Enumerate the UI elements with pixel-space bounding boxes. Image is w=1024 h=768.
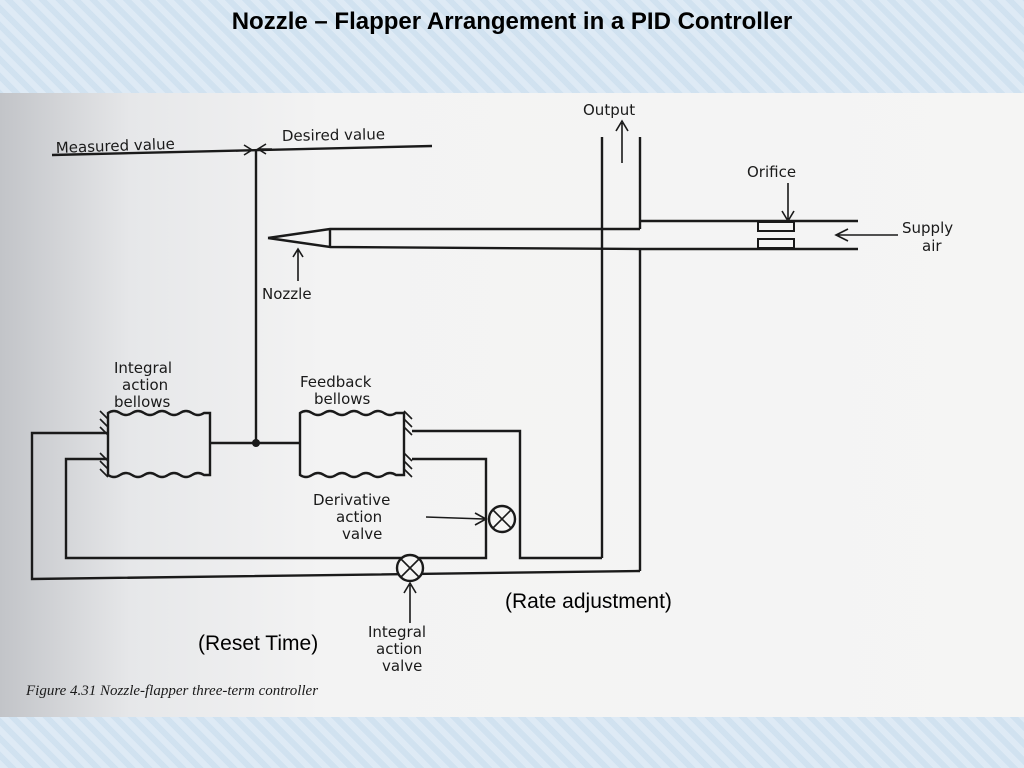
orifice-arrow (781, 183, 795, 223)
derivative-valve-arrow (425, 512, 488, 526)
label-feedback-bellows-1: Feedback (300, 373, 372, 391)
output-arrow (615, 119, 629, 163)
nozzle-pointer (292, 247, 304, 281)
label-supply-2: air (922, 237, 942, 255)
label-measured-value: Measured value (56, 135, 176, 157)
label-output: Output (583, 101, 635, 119)
label-orifice: Orifice (747, 163, 796, 181)
nozzle-body (267, 227, 641, 251)
label-feedback-bellows-2: bellows (314, 390, 371, 408)
orifice-lower (757, 238, 795, 249)
label-integral-valve-1: Integral (368, 623, 426, 641)
integral-inner-loop (64, 457, 488, 560)
label-integral-bellows-3: bellows (114, 393, 171, 411)
label-integral-bellows-2: action (122, 376, 168, 394)
desired-arrow (256, 143, 272, 155)
label-integral-valve-2: action (376, 640, 422, 658)
label-derivative-valve-1: Derivative (313, 491, 390, 509)
diagram-photo: Output Measured value Desired value Orif… (0, 93, 1024, 717)
label-integral-valve-3: valve (382, 657, 422, 675)
orifice-upper (757, 221, 795, 232)
rate-adjustment-annotation: (Rate adjustment) (505, 590, 672, 613)
reset-time-annotation: (Reset Time) (198, 632, 319, 655)
label-desired-value: Desired value (282, 125, 385, 145)
label-derivative-valve-2: action (336, 508, 382, 526)
supply-arrow (834, 228, 898, 242)
feedback-upper-loop (412, 429, 602, 560)
supply-pipe (640, 219, 858, 251)
integral-outer-loop (30, 431, 641, 581)
integral-valve-arrow (403, 581, 417, 623)
pid-schematic: Output Measured value Desired value Orif… (25, 101, 953, 699)
label-derivative-valve-3: valve (342, 525, 382, 543)
slide-title: Nozzle – Flapper Arrangement in a PID Co… (231, 8, 793, 35)
integral-bellows-hatch (99, 410, 109, 478)
feedback-bellows (298, 409, 406, 479)
feedback-bellows-hatch (403, 410, 413, 478)
label-supply-1: Supply (902, 219, 953, 237)
derivative-valve (487, 504, 517, 534)
integral-bellows (106, 409, 212, 479)
figure-caption: Figure 4.31 Nozzle-flapper three-term co… (25, 683, 318, 699)
integral-valve (395, 553, 425, 583)
measured-arrow (235, 144, 254, 156)
label-nozzle: Nozzle (262, 285, 312, 303)
label-integral-bellows-1: Integral (114, 359, 172, 377)
